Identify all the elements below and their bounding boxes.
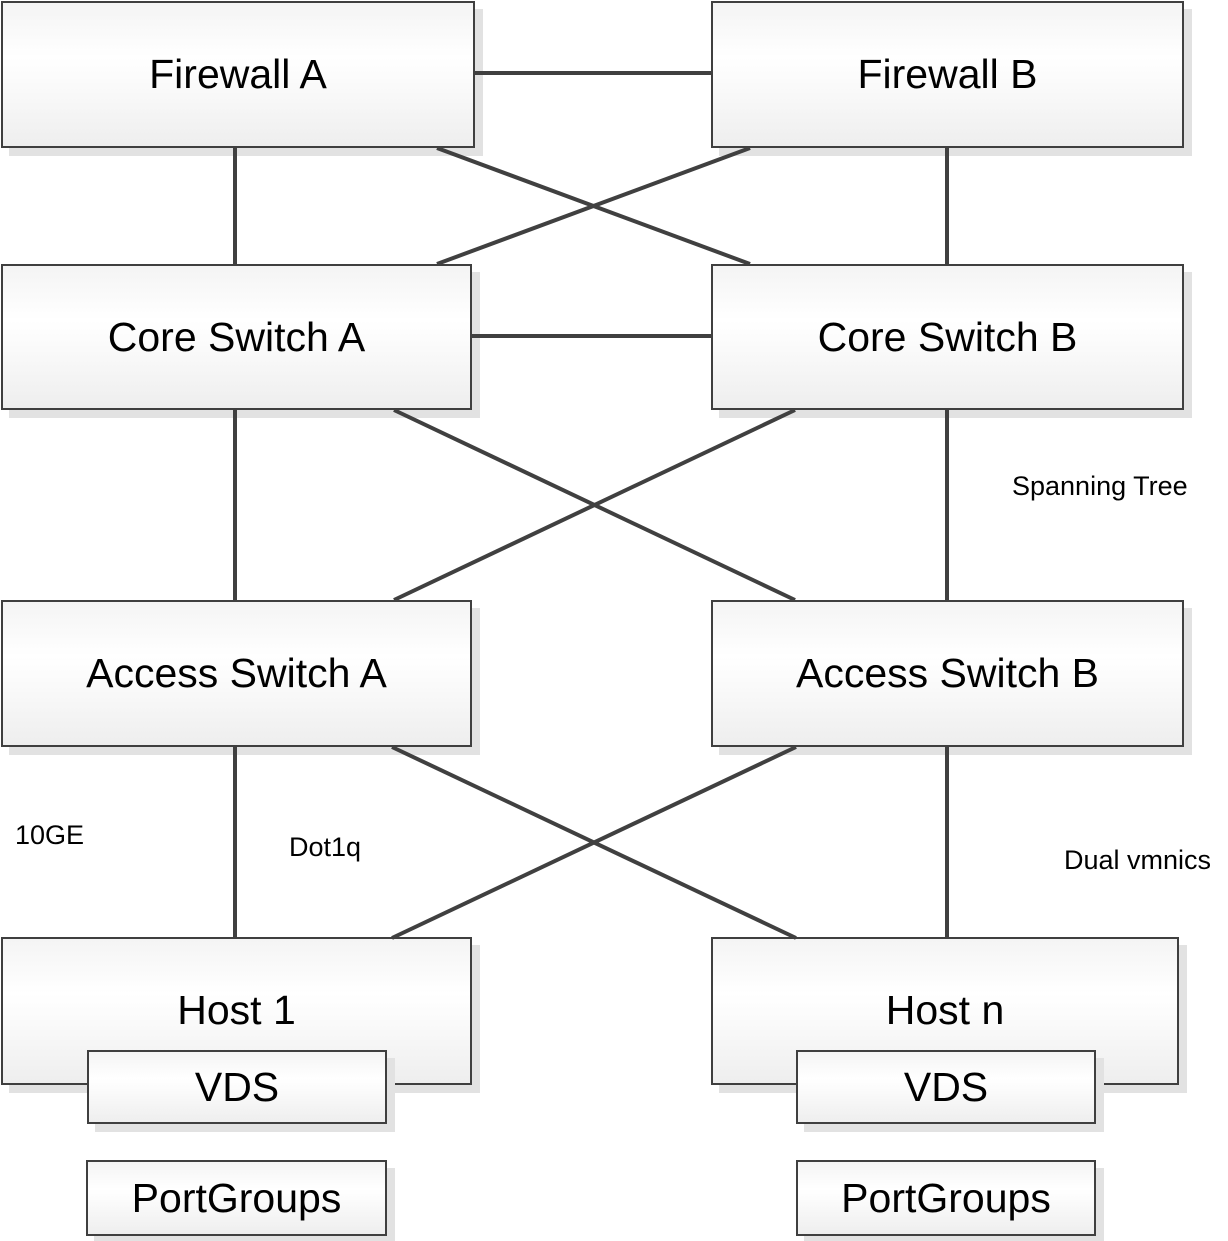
- node-access-switch-a: Access Switch A: [1, 600, 472, 747]
- node-host-1-label: Host 1: [177, 987, 296, 1033]
- node-vds-left: VDS: [87, 1050, 387, 1124]
- node-firewall-b: Firewall B: [711, 1, 1184, 148]
- node-portgroups-left: PortGroups: [86, 1160, 387, 1236]
- node-access-switch-a-label: Access Switch A: [86, 650, 387, 696]
- node-access-switch-b: Access Switch B: [711, 600, 1184, 747]
- node-core-switch-b-label: Core Switch B: [817, 313, 1078, 360]
- node-core-switch-b: Core Switch B: [711, 264, 1184, 410]
- node-firewall-a-label: Firewall A: [149, 51, 327, 97]
- edge-access-switch-a-host-n: [391, 745, 797, 940]
- edge-access-switch-b-host-1: [391, 745, 797, 940]
- edge-core-switch-a-access-switch-b: [393, 408, 796, 602]
- node-firewall-b-label: Firewall B: [857, 51, 1038, 97]
- node-vds-left-label: VDS: [194, 1063, 280, 1110]
- edge-firewall-a-core-switch-b: [436, 146, 751, 266]
- annotation-10ge: 10GE: [15, 820, 85, 850]
- node-host-n-label: Host n: [885, 987, 1005, 1033]
- node-portgroups-right-label: PortGroups: [841, 1174, 1051, 1221]
- edge-core-switch-b-access-switch-a: [393, 408, 796, 602]
- annotation-spanning-tree: Spanning Tree: [1012, 471, 1188, 501]
- annotation-dual-vmnics: Dual vmnics: [1064, 845, 1212, 875]
- node-access-switch-b-label: Access Switch B: [795, 650, 1100, 696]
- node-core-switch-a: Core Switch A: [1, 264, 472, 410]
- node-firewall-a: Firewall A: [1, 1, 475, 148]
- node-core-switch-a-label: Core Switch A: [107, 313, 366, 360]
- edge-firewall-b-core-switch-a: [436, 146, 751, 266]
- node-vds-right: VDS: [796, 1050, 1096, 1124]
- annotation-dot1q: Dot1q: [289, 832, 362, 862]
- node-portgroups-right: PortGroups: [796, 1160, 1096, 1236]
- node-portgroups-left-label: PortGroups: [131, 1174, 342, 1221]
- node-vds-right-label: VDS: [903, 1063, 989, 1110]
